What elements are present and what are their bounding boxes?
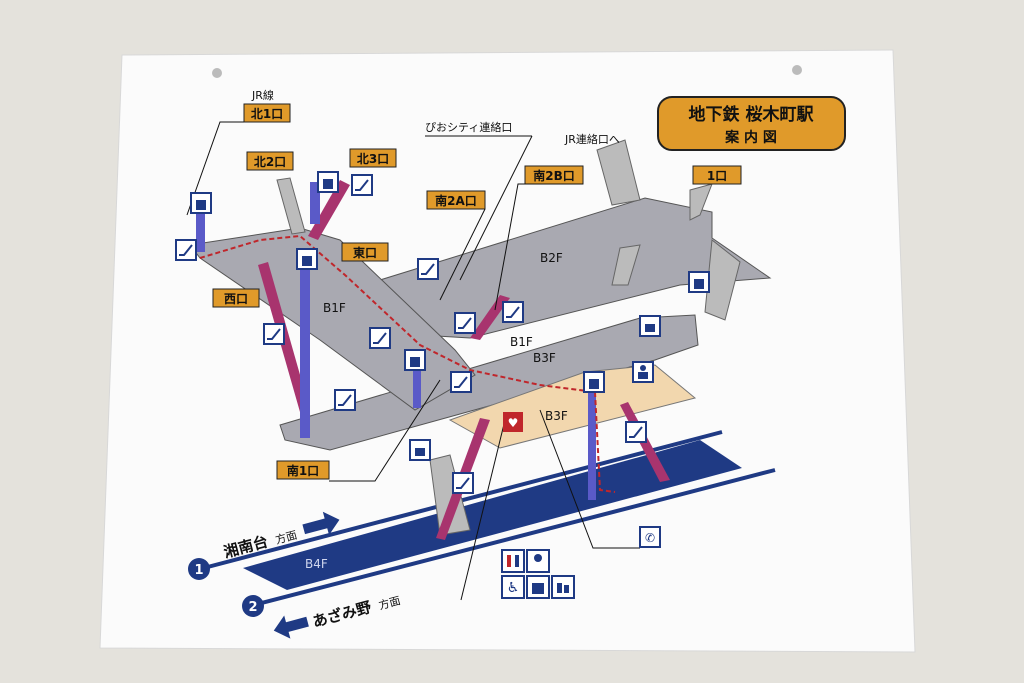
escalator-icon xyxy=(351,174,373,196)
elevator-icon xyxy=(296,248,318,270)
elevator-shafts xyxy=(196,182,596,500)
exit-label: 南2B口 xyxy=(533,168,575,183)
arrow-left-icon xyxy=(273,615,309,639)
elevator-icon xyxy=(404,349,426,371)
facility-icons: ♥ ✆ ♿ xyxy=(175,171,710,599)
exit-west: 西口 xyxy=(212,288,260,308)
barrier-free-route xyxy=(199,234,616,493)
exit-label: 北2口 xyxy=(254,154,286,169)
escalator-icon xyxy=(263,323,285,345)
escalator-icon xyxy=(175,239,197,261)
exit-north3: 北3口 xyxy=(349,148,397,168)
escalator-icon xyxy=(417,258,439,280)
elevator-icon xyxy=(190,192,212,214)
exit-label: 北3口 xyxy=(357,151,389,166)
platform-1-badge xyxy=(188,558,210,580)
platform-2-number: 2 xyxy=(248,600,257,615)
nursing-room-icon xyxy=(551,575,575,599)
exit-label: 南1口 xyxy=(287,463,319,478)
exit-1: 1口 xyxy=(692,165,742,185)
exit-east: 東口 xyxy=(341,242,389,262)
svg-text:✆: ✆ xyxy=(645,531,655,545)
exit-south1: 南1口 xyxy=(276,460,330,480)
telephone-icon: ✆ xyxy=(639,526,661,548)
escalator-icon xyxy=(369,327,391,349)
floor-label-b1f: B1F xyxy=(323,301,346,315)
ticket-machine-icon xyxy=(409,439,431,461)
exit-labels: 北1口 北2口 北3口 東口 西口 南1口 南2A口 南2B口 1口 xyxy=(212,103,742,480)
svg-text:♥: ♥ xyxy=(508,416,519,430)
exit-label: 南2A口 xyxy=(435,193,477,208)
restroom-icon xyxy=(501,549,525,573)
stairs xyxy=(276,139,741,536)
mount-hole-left xyxy=(212,68,222,78)
station-office-icon xyxy=(632,361,654,383)
floor-label-b1f-2: B1F xyxy=(510,335,533,349)
exit-label: 東口 xyxy=(353,245,377,260)
exit-north1: 北1口 xyxy=(243,103,291,123)
exit-label: 1口 xyxy=(707,169,727,183)
floor-label-b3f-concourse: B3F xyxy=(545,409,568,423)
platform-1-number: 1 xyxy=(194,563,203,578)
exit-south2b: 南2B口 xyxy=(524,165,584,185)
floor-label-b4f: B4F xyxy=(305,557,328,571)
map-subtitle: 案 内 図 xyxy=(724,129,777,146)
jr-connection-label: JR連絡口へ xyxy=(564,132,620,146)
escalator-icon xyxy=(334,389,356,411)
escalator-icon xyxy=(502,301,524,323)
exit-label: 西口 xyxy=(224,292,248,306)
escalator-icon xyxy=(450,371,472,393)
map-title: 地下鉄 桜木町駅 案 内 図 xyxy=(657,96,846,151)
escalator-icon xyxy=(454,312,476,334)
station-name: 地下鉄 桜木町駅 xyxy=(689,104,815,125)
elevator-icon xyxy=(317,171,339,193)
exit-south2a: 南2A口 xyxy=(426,190,486,210)
track-2 xyxy=(253,468,776,607)
elevator-icon xyxy=(583,371,605,393)
escalator-glyphs xyxy=(179,179,643,489)
baby-care-icon xyxy=(526,549,550,573)
floor-label-b3f: B3F xyxy=(533,351,556,365)
station-office-icon xyxy=(526,575,550,599)
exit-north2: 北2口 xyxy=(246,151,294,171)
pio-city-label: ぴおシティ連絡口 xyxy=(425,120,512,134)
jr-line-label: JR線 xyxy=(251,88,274,102)
platform-b4f xyxy=(243,440,742,590)
direction-1-suffix: 方面 xyxy=(274,528,299,547)
elevator-icon xyxy=(688,271,710,293)
mount-hole-right xyxy=(792,65,802,75)
leader-lines xyxy=(186,121,640,601)
floor-label-b2f: B2F xyxy=(540,251,563,265)
exit-label: 北1口 xyxy=(251,106,283,121)
wheelchair-icon: ♿ xyxy=(501,575,525,599)
ticket-machine-icon xyxy=(639,315,661,337)
direction-2-suffix: 方面 xyxy=(377,593,402,612)
aed-icon: ♥ xyxy=(503,412,523,432)
escalator-icon xyxy=(452,472,474,494)
platform-2-badge xyxy=(242,595,264,617)
svg-text:♿: ♿ xyxy=(507,580,520,596)
sign-board xyxy=(99,49,916,653)
arrow-right-icon xyxy=(302,511,340,535)
escalator-icon xyxy=(625,421,647,443)
